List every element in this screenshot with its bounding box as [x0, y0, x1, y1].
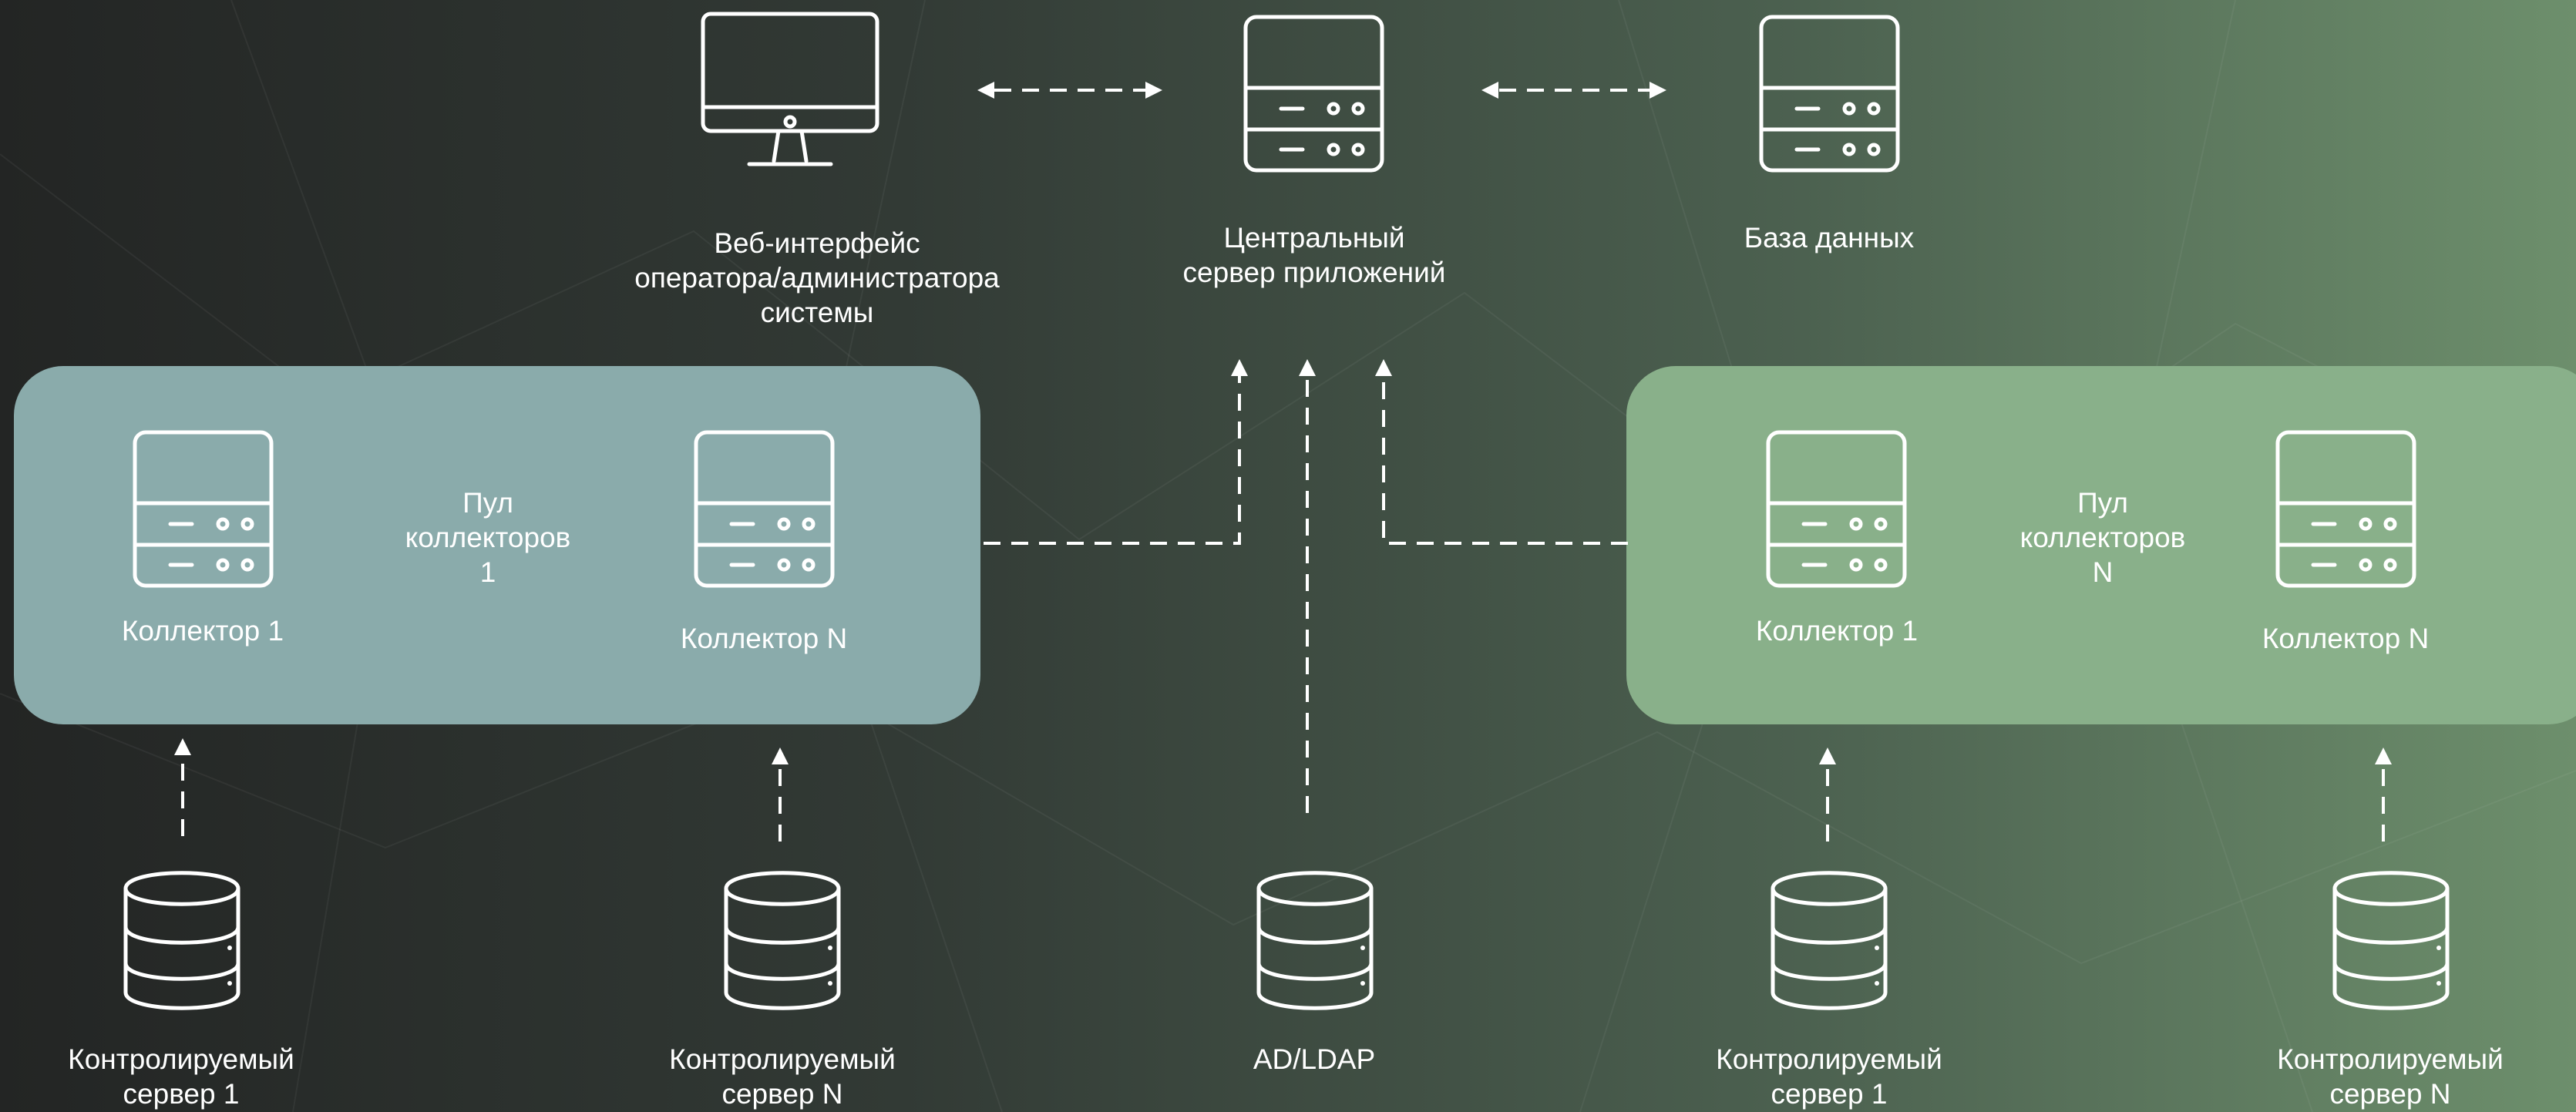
pool-n-collector-n-label: Коллектор N [2262, 623, 2430, 654]
arrow-up-icon [1375, 359, 1392, 376]
pool1-app-connector [984, 376, 1241, 545]
monitored-server-n-label: Контролируемый сервер N [669, 1043, 896, 1110]
monitored-server-1-label: Контролируемый сервер 1 [68, 1043, 294, 1110]
arrow-left-icon [1481, 82, 1498, 99]
monitored-server-nb-label: Контролируемый сервер N [2277, 1043, 2504, 1110]
database-icon [123, 871, 240, 1010]
pool-1-collector-n-label: Коллектор N [680, 623, 848, 654]
arrow-up-icon [1299, 359, 1316, 376]
app-server-label: Центральный сервер приложений [1182, 222, 1446, 288]
pool-n-collector-1-label: Коллектор 1 [1755, 615, 1919, 647]
server-icon [694, 430, 835, 588]
pooln-app-connector [1382, 376, 1628, 545]
arrow-right-icon [1145, 82, 1162, 99]
database-label: База данных [1744, 222, 1915, 254]
arrow-right-icon [1650, 82, 1666, 99]
database-icon [724, 871, 841, 1010]
server-icon [2275, 430, 2416, 588]
arrow-up-icon [1231, 359, 1248, 376]
server-icon [1759, 15, 1900, 173]
arrow-up-icon [2375, 747, 2392, 764]
pool-1-collector-1-label: Коллектор 1 [121, 615, 284, 647]
server-icon [1243, 15, 1384, 173]
web-ui-label: Веб-интерфейс оператора/администратора с… [634, 227, 1000, 328]
server-icon [1766, 430, 1907, 588]
arrow-up-icon [772, 747, 789, 764]
ad-ldap-label: AD/LDAP [1253, 1043, 1376, 1075]
pool-n-title: Пул коллекторов N [2019, 487, 2186, 588]
server-icon [133, 430, 274, 588]
monitored-server-1b-label: Контролируемый сервер 1 [1716, 1043, 1942, 1110]
monitor-icon [701, 12, 879, 166]
arrow-up-icon [174, 738, 191, 755]
arrow-up-icon [1819, 747, 1836, 764]
pool-1-title: Пул коллекторов 1 [405, 487, 571, 588]
database-icon [1256, 871, 1374, 1010]
database-icon [2332, 871, 2450, 1010]
database-icon [1771, 871, 1888, 1010]
arrow-left-icon [977, 82, 994, 99]
